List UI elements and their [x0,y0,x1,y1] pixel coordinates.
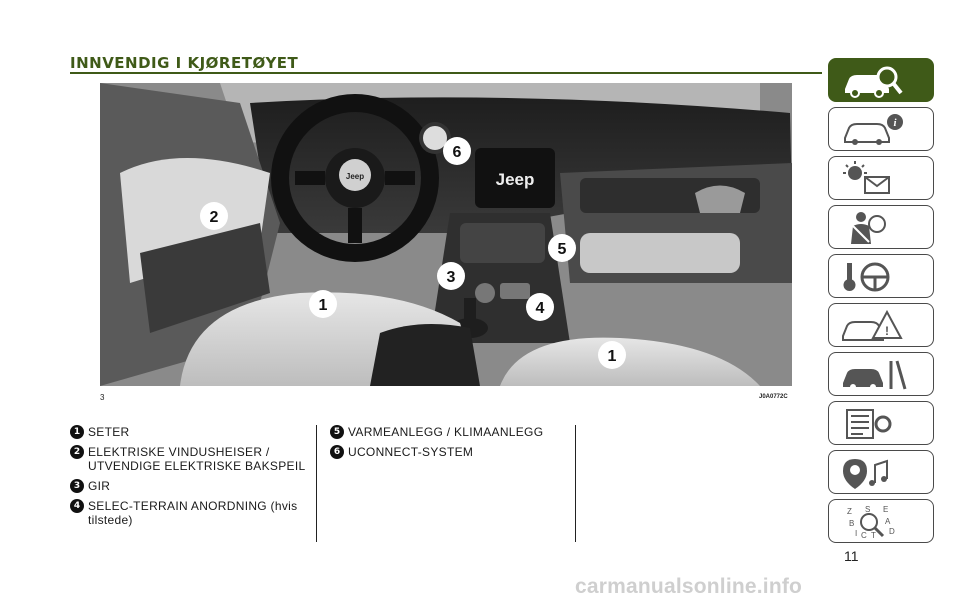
callout-3: 3 [437,262,465,290]
index-letters-icon: Z S E B A I C T D [847,505,895,540]
svg-text:2: 2 [210,209,219,226]
legend-number-badge: 6 [330,445,344,459]
seatbelt-airbag-icon [851,212,886,244]
callout-1-left: 1 [309,290,337,318]
tab-getting-to-know-vehicle[interactable] [828,58,934,102]
technical-data-icon [846,409,892,439]
svg-text:1: 1 [608,348,617,365]
multimedia-icon [843,459,888,489]
legend-item: 3 GIR [70,479,310,493]
legend-number-badge: 3 [70,479,84,493]
tab-technical-data[interactable] [828,401,934,445]
column-divider-right [575,425,576,542]
svg-text:E: E [883,505,888,514]
svg-text:I: I [855,529,857,538]
key-steering-wheel-icon [843,262,890,292]
legend-text: VARMEANLEGG / KLIMAANLEGG [348,425,544,439]
legend-text: UCONNECT-SYSTEM [348,445,474,459]
svg-text:5: 5 [558,241,567,258]
tab-emergency[interactable]: ! [828,303,934,347]
callout-1-right: 1 [598,341,626,369]
car-warning-triangle-icon: ! [842,309,903,341]
legend-item: 5 VARMEANLEGG / KLIMAANLEGG [330,425,570,439]
svg-text:C: C [861,531,867,540]
legend-item: 6 UCONNECT-SYSTEM [330,445,570,459]
svg-text:4: 4 [536,300,545,317]
car-tools-icon [843,360,907,390]
chapter-tabs: i ! [828,58,936,548]
svg-text:A: A [885,517,891,526]
legend-list-right: 5 VARMEANLEGG / KLIMAANLEGG 6 UCONNECT-SYST… [330,425,570,465]
callout-5: 5 [548,234,576,262]
page-number: 11 [844,548,859,564]
wheel-logo-text: Jeep [346,172,364,181]
callout-2: 2 [200,202,228,230]
svg-text:i: i [893,117,897,129]
svg-text:1: 1 [319,297,328,314]
svg-text:!: ! [885,324,889,338]
figure-code: J0A0772C [759,394,788,400]
tab-safety[interactable] [828,205,934,249]
legend-number-badge: 5 [330,425,344,439]
legend-item: 4 SELEC-TERRAIN ANORDNING (hvis tilstede) [70,499,310,527]
display-logo-text: Jeep [496,170,535,189]
dashboard-illustration: Jeep Jeep 6 2 5 3 1 [100,83,792,386]
tab-warning-lights[interactable] [828,156,934,200]
tab-multimedia[interactable] [828,450,934,494]
svg-text:3: 3 [447,269,456,286]
legend-number-badge: 2 [70,445,84,459]
legend-text: ELEKTRISKE VINDUSHEISER / UTVENDIGE ELEK… [88,445,306,473]
tab-index[interactable]: Z S E B A I C T D [828,499,934,543]
svg-text:D: D [889,527,895,536]
page-title: INNVENDIG I KJØRETØYET [70,54,299,72]
column-divider-left [316,425,317,542]
tab-servicing[interactable] [828,352,934,396]
callout-6: 6 [443,137,471,165]
legend-text: SETER [88,425,130,439]
title-underline [70,72,822,74]
legend-number-badge: 4 [70,499,84,513]
svg-text:B: B [849,519,854,528]
warning-light-message-icon [843,161,890,194]
legend-item: 2 ELEKTRISKE VINDUSHEISER / UTVENDIGE ELE… [70,445,310,473]
legend-list-left: 1 SETER 2 ELEKTRISKE VINDUSHEISER / UTVENDI… [70,425,310,533]
legend-number-badge: 1 [70,425,84,439]
figure-number: 3 [100,393,105,402]
svg-text:T: T [871,531,876,540]
tab-instrument-panel[interactable]: i [828,107,934,151]
car-search-icon [845,66,903,98]
watermark: carmanualsonline.info [575,575,803,598]
legend-item: 1 SETER [70,425,310,439]
tab-starting-driving[interactable] [828,254,934,298]
legend-text: GIR [88,479,111,493]
legend-text: SELEC-TERRAIN ANORDNING (hvis tilstede) [88,499,298,527]
svg-text:Z: Z [847,507,852,516]
callout-4: 4 [526,293,554,321]
svg-text:S: S [865,505,870,514]
svg-text:6: 6 [453,144,462,161]
dashboard-photo: Jeep Jeep 6 2 5 3 1 [100,83,792,386]
car-info-icon: i [844,114,903,145]
